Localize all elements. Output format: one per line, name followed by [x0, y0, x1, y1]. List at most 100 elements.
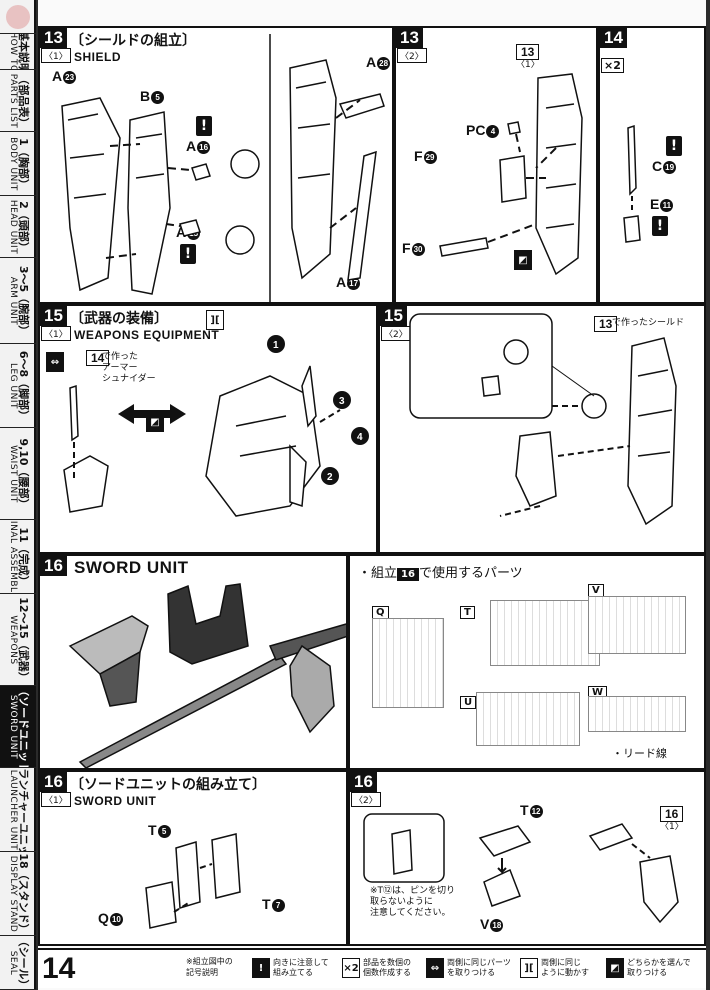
- sidebar-item-label: 9,10（腰部）: [17, 437, 30, 510]
- move-both-icon: ][: [520, 958, 538, 978]
- sword-unit-render: [68, 583, 346, 768]
- chapter-sidebar: （基本説明）HOW TO （部品表）PARTS LIST 1（胸部）BODY U…: [0, 0, 36, 990]
- step-substep: 〈2〉: [351, 792, 381, 807]
- sidebar-item-sub: SWORD UNIT: [8, 694, 18, 759]
- step-15-2-panel: 15 〈2〉 13 で作ったシールド F32 F31: [378, 304, 706, 554]
- legend-text: 向きに注意して 組み立てる: [273, 958, 329, 977]
- step-substep: 〈1〉: [41, 326, 71, 341]
- sidebar-item-sub: DISPLAY STAND: [8, 855, 18, 932]
- step-number: 13: [40, 28, 67, 48]
- step-title-en: SWORD UNIT: [74, 558, 189, 577]
- sidebar-item-label: （部品表）: [17, 73, 30, 128]
- step-arrow-3: 3: [339, 396, 345, 407]
- sidebar-item-launcher-unit[interactable]: 17（ランチャーユニット）LAUNCHER UNIT: [0, 768, 36, 852]
- step-substep: 〈1〉: [41, 48, 71, 63]
- orientation-warning-icon: !: [196, 116, 212, 136]
- sidebar-item-label: （シール）: [17, 936, 30, 990]
- sidebar-item-label: 12〜15（武器）: [17, 596, 30, 683]
- sidebar-item-parts-list[interactable]: （部品表）PARTS LIST: [0, 70, 36, 132]
- sidebar-item-body-unit[interactable]: 1（胸部）BODY UNIT: [0, 132, 36, 196]
- step-substep: 〈2〉: [397, 48, 427, 63]
- ref-note: で作ったシールド: [612, 318, 685, 328]
- ref-step-number: 16: [660, 806, 684, 822]
- step-13-1-panel: 13 〈1〉 〔シールドの組立〕 SHIELD A23 B5 ! A16 A15…: [38, 26, 394, 304]
- sidebar-item-display-stand[interactable]: 18（スタンド）DISPLAY STAND: [0, 852, 36, 936]
- ref-step-sub: 〈1〉: [516, 60, 540, 70]
- legend-move-both: ][ 両側に同じ ように動かす: [520, 958, 589, 978]
- step-number: 16: [40, 772, 67, 792]
- ref-step-sub: 〈1〉: [660, 822, 684, 832]
- sidebar-item-label: 2（頭部）: [17, 200, 30, 253]
- move-both-sides-icon: ][: [206, 310, 224, 330]
- step-substep: 〈1〉: [41, 792, 71, 807]
- step-number: 14: [600, 28, 627, 48]
- weapons-equip-diagram: 1 2 3 4: [63, 335, 369, 517]
- step-16-overview-panel: 16 SWORD UNIT: [38, 554, 348, 770]
- sidebar-item-seal[interactable]: （シール）SEAL: [0, 936, 36, 990]
- sidebar-item-how-to[interactable]: （基本説明）HOW TO: [0, 34, 36, 70]
- step-arrow-4: 4: [357, 432, 363, 443]
- sprue-label-q: Q: [372, 600, 389, 619]
- step-title-en: SWORD UNIT: [74, 794, 157, 808]
- sprue-t: [490, 600, 600, 666]
- sidebar-item-sub: FINAL ASSEMBLE: [8, 520, 18, 594]
- choose-icon: ◩: [606, 958, 624, 978]
- sidebar-item-waist-unit[interactable]: 9,10（腰部）WAIST UNIT: [0, 428, 36, 520]
- step-number: 16: [350, 772, 377, 792]
- sidebar-item-sub: WAIST UNIT: [8, 444, 18, 503]
- choose-option-icon: ◩: [514, 250, 532, 270]
- legend-text: 両側に同じパーツ を取りつける: [447, 958, 511, 977]
- sword-handle-diagram: [363, 813, 679, 924]
- step-arrow-1: 1: [273, 340, 279, 351]
- sprue-label-v: V: [588, 578, 604, 597]
- watermark-logo-icon: [6, 5, 30, 29]
- step-15-1-panel: 15 〈1〉 〔武器の装備〕 WEAPONS EQUIPMENT ][ ⇔ 14…: [38, 304, 378, 554]
- sprue-w: [588, 696, 686, 732]
- sprue-label-t: T: [460, 600, 475, 619]
- sprue-label-u: U: [460, 690, 477, 709]
- step-title-en: WEAPONS EQUIPMENT: [74, 328, 220, 342]
- sidebar-item-sub: HOW TO: [8, 34, 18, 70]
- sidebar-item-head-unit[interactable]: 2（頭部）HEAD UNIT: [0, 196, 36, 258]
- ref-note: で作った アーマー シュナイダー: [102, 352, 156, 384]
- step-number: 15: [40, 306, 67, 326]
- sprue-v: [588, 596, 686, 654]
- ref-step-number: 13: [594, 316, 618, 332]
- sidebar-item-label: 1（胸部）: [17, 137, 30, 190]
- sidebar-item-sub: LAUNCHER UNIT: [8, 769, 18, 850]
- legend-text: 部品を数個の 個数作成する: [363, 958, 411, 977]
- step-number: 13: [396, 28, 423, 48]
- sidebar-item-weapons[interactable]: 12〜15（武器）WEAPONS: [0, 594, 36, 686]
- sidebar-item-sub: PARTS LIST: [8, 73, 18, 128]
- sidebar-item-label: 11（完成）: [17, 526, 30, 587]
- sidebar-item-sword-unit[interactable]: 16（ソードユニット）SWORD UNIT: [0, 686, 36, 768]
- both-sides-icon: ⇔: [426, 958, 444, 978]
- sidebar-item-arm-unit[interactable]: 3〜5（腕部）ARM UNIT: [0, 258, 36, 344]
- sidebar-item-final-assemble[interactable]: 11（完成）FINAL ASSEMBLE: [0, 520, 36, 594]
- sidebar-item-sub: HEAD UNIT: [8, 199, 18, 254]
- shield-mount-diagram: [409, 313, 677, 526]
- lead-line-note: ・リード線: [612, 747, 667, 760]
- page-number: 14: [42, 952, 76, 985]
- attach-both-sides-icon: ⇔: [46, 352, 64, 372]
- instruction-area: 13 〈1〉 〔シールドの組立〕 SHIELD A23 B5 ! A16 A15…: [38, 0, 706, 990]
- multiply-icon: ×2: [342, 958, 360, 978]
- legend-orientation: ! 向きに注意して 組み立てる: [252, 958, 329, 978]
- sidebar-item-label: 3〜5（腕部）: [17, 265, 30, 336]
- sidebar-item-leg-unit[interactable]: 6〜8（脚部）LEG UNIT: [0, 344, 36, 428]
